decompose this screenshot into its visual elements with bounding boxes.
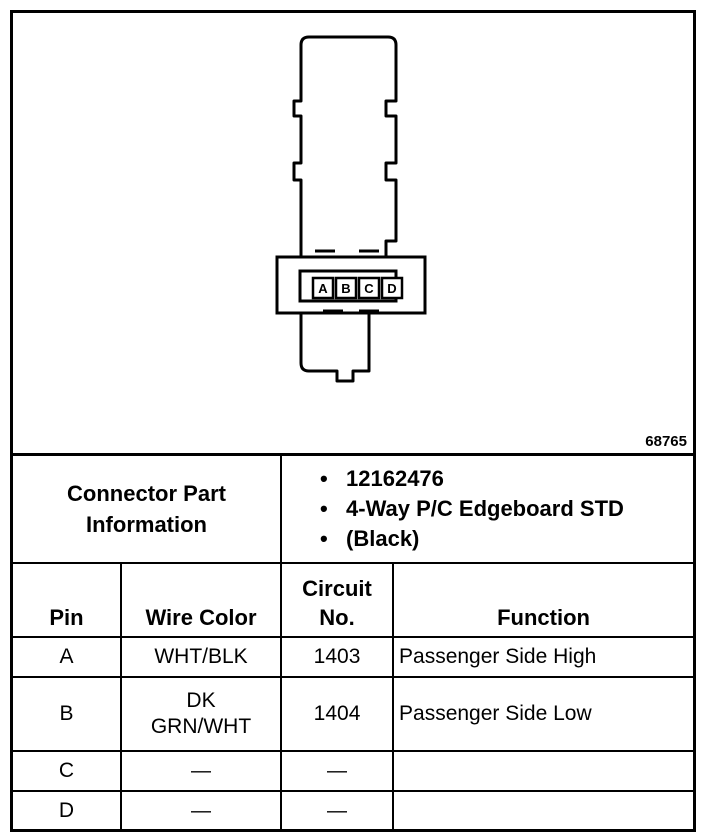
figure-number: 68765 — [645, 433, 687, 450]
header-wire-color: Wire Color — [119, 562, 283, 638]
connector-info-item-cont: (Black) — [320, 524, 693, 554]
function-cell — [392, 790, 694, 830]
pin-cell: A — [13, 636, 122, 678]
connector-info-row: Connector Part Information 12162476 4-Wa… — [13, 456, 694, 564]
wire-color-cell: DK GRN/WHT — [119, 676, 283, 752]
pin-cell: B — [13, 676, 122, 752]
pin-cell: D — [13, 790, 122, 830]
table-row: C — — — [13, 750, 694, 792]
pin-cavity-b — [334, 276, 358, 300]
pin-label-c: C — [364, 281, 374, 296]
circuit-cell: 1404 — [280, 676, 395, 752]
table-row: D — — — [13, 790, 694, 830]
connector-info-item: 4-Way P/C Edgeboard STD — [320, 494, 693, 524]
connector-body-outline — [283, 35, 398, 383]
wire-color-line: DK — [186, 689, 216, 712]
connector-info-item: 12162476 — [320, 464, 693, 494]
wire-color-cell: — — [119, 750, 283, 792]
table-header-row: Pin Wire Color Circuit No. Function — [13, 562, 694, 638]
wire-color-cell: — — [119, 790, 283, 830]
header-function: Function — [392, 562, 694, 638]
circuit-cell: — — [280, 790, 395, 830]
circuit-cell: 1403 — [280, 636, 395, 678]
function-cell — [392, 750, 694, 792]
pin-cavity-d — [380, 276, 404, 300]
connector-info-label-line: Information — [86, 512, 207, 537]
table-row: A WHT/BLK 1403 Passenger Side High — [13, 636, 694, 678]
connector-info-list: 12162476 4-Way P/C Edgeboard STD (Black) — [280, 456, 694, 564]
function-cell: Passenger Side Low — [392, 676, 694, 752]
function-cell: Passenger Side High — [392, 636, 694, 678]
wire-color-line: GRN/WHT — [150, 715, 252, 738]
connector-info-item-text: (Black) — [346, 526, 420, 551]
header-circuit-line: Circuit — [302, 576, 372, 601]
connector-info-label: Connector Part Information — [13, 456, 283, 564]
pin-cavity-a — [311, 276, 335, 300]
pin-label-a: A — [318, 281, 328, 296]
pin-cell: C — [13, 750, 122, 792]
connector-table: Connector Part Information 12162476 4-Wa… — [13, 456, 694, 830]
header-circuit-line: No. — [319, 605, 355, 630]
pin-label-b: B — [341, 281, 350, 296]
wire-color-cell: WHT/BLK — [119, 636, 283, 678]
pin-label-d: D — [387, 281, 396, 296]
circuit-cell: — — [280, 750, 395, 792]
pin-cavity-c — [357, 276, 381, 300]
table-row: B DK GRN/WHT 1404 Passenger Side Low — [13, 676, 694, 752]
connector-info-label-line: Connector Part — [67, 481, 226, 506]
header-pin: Pin — [13, 562, 122, 638]
header-circuit-no: Circuit No. — [280, 562, 395, 638]
